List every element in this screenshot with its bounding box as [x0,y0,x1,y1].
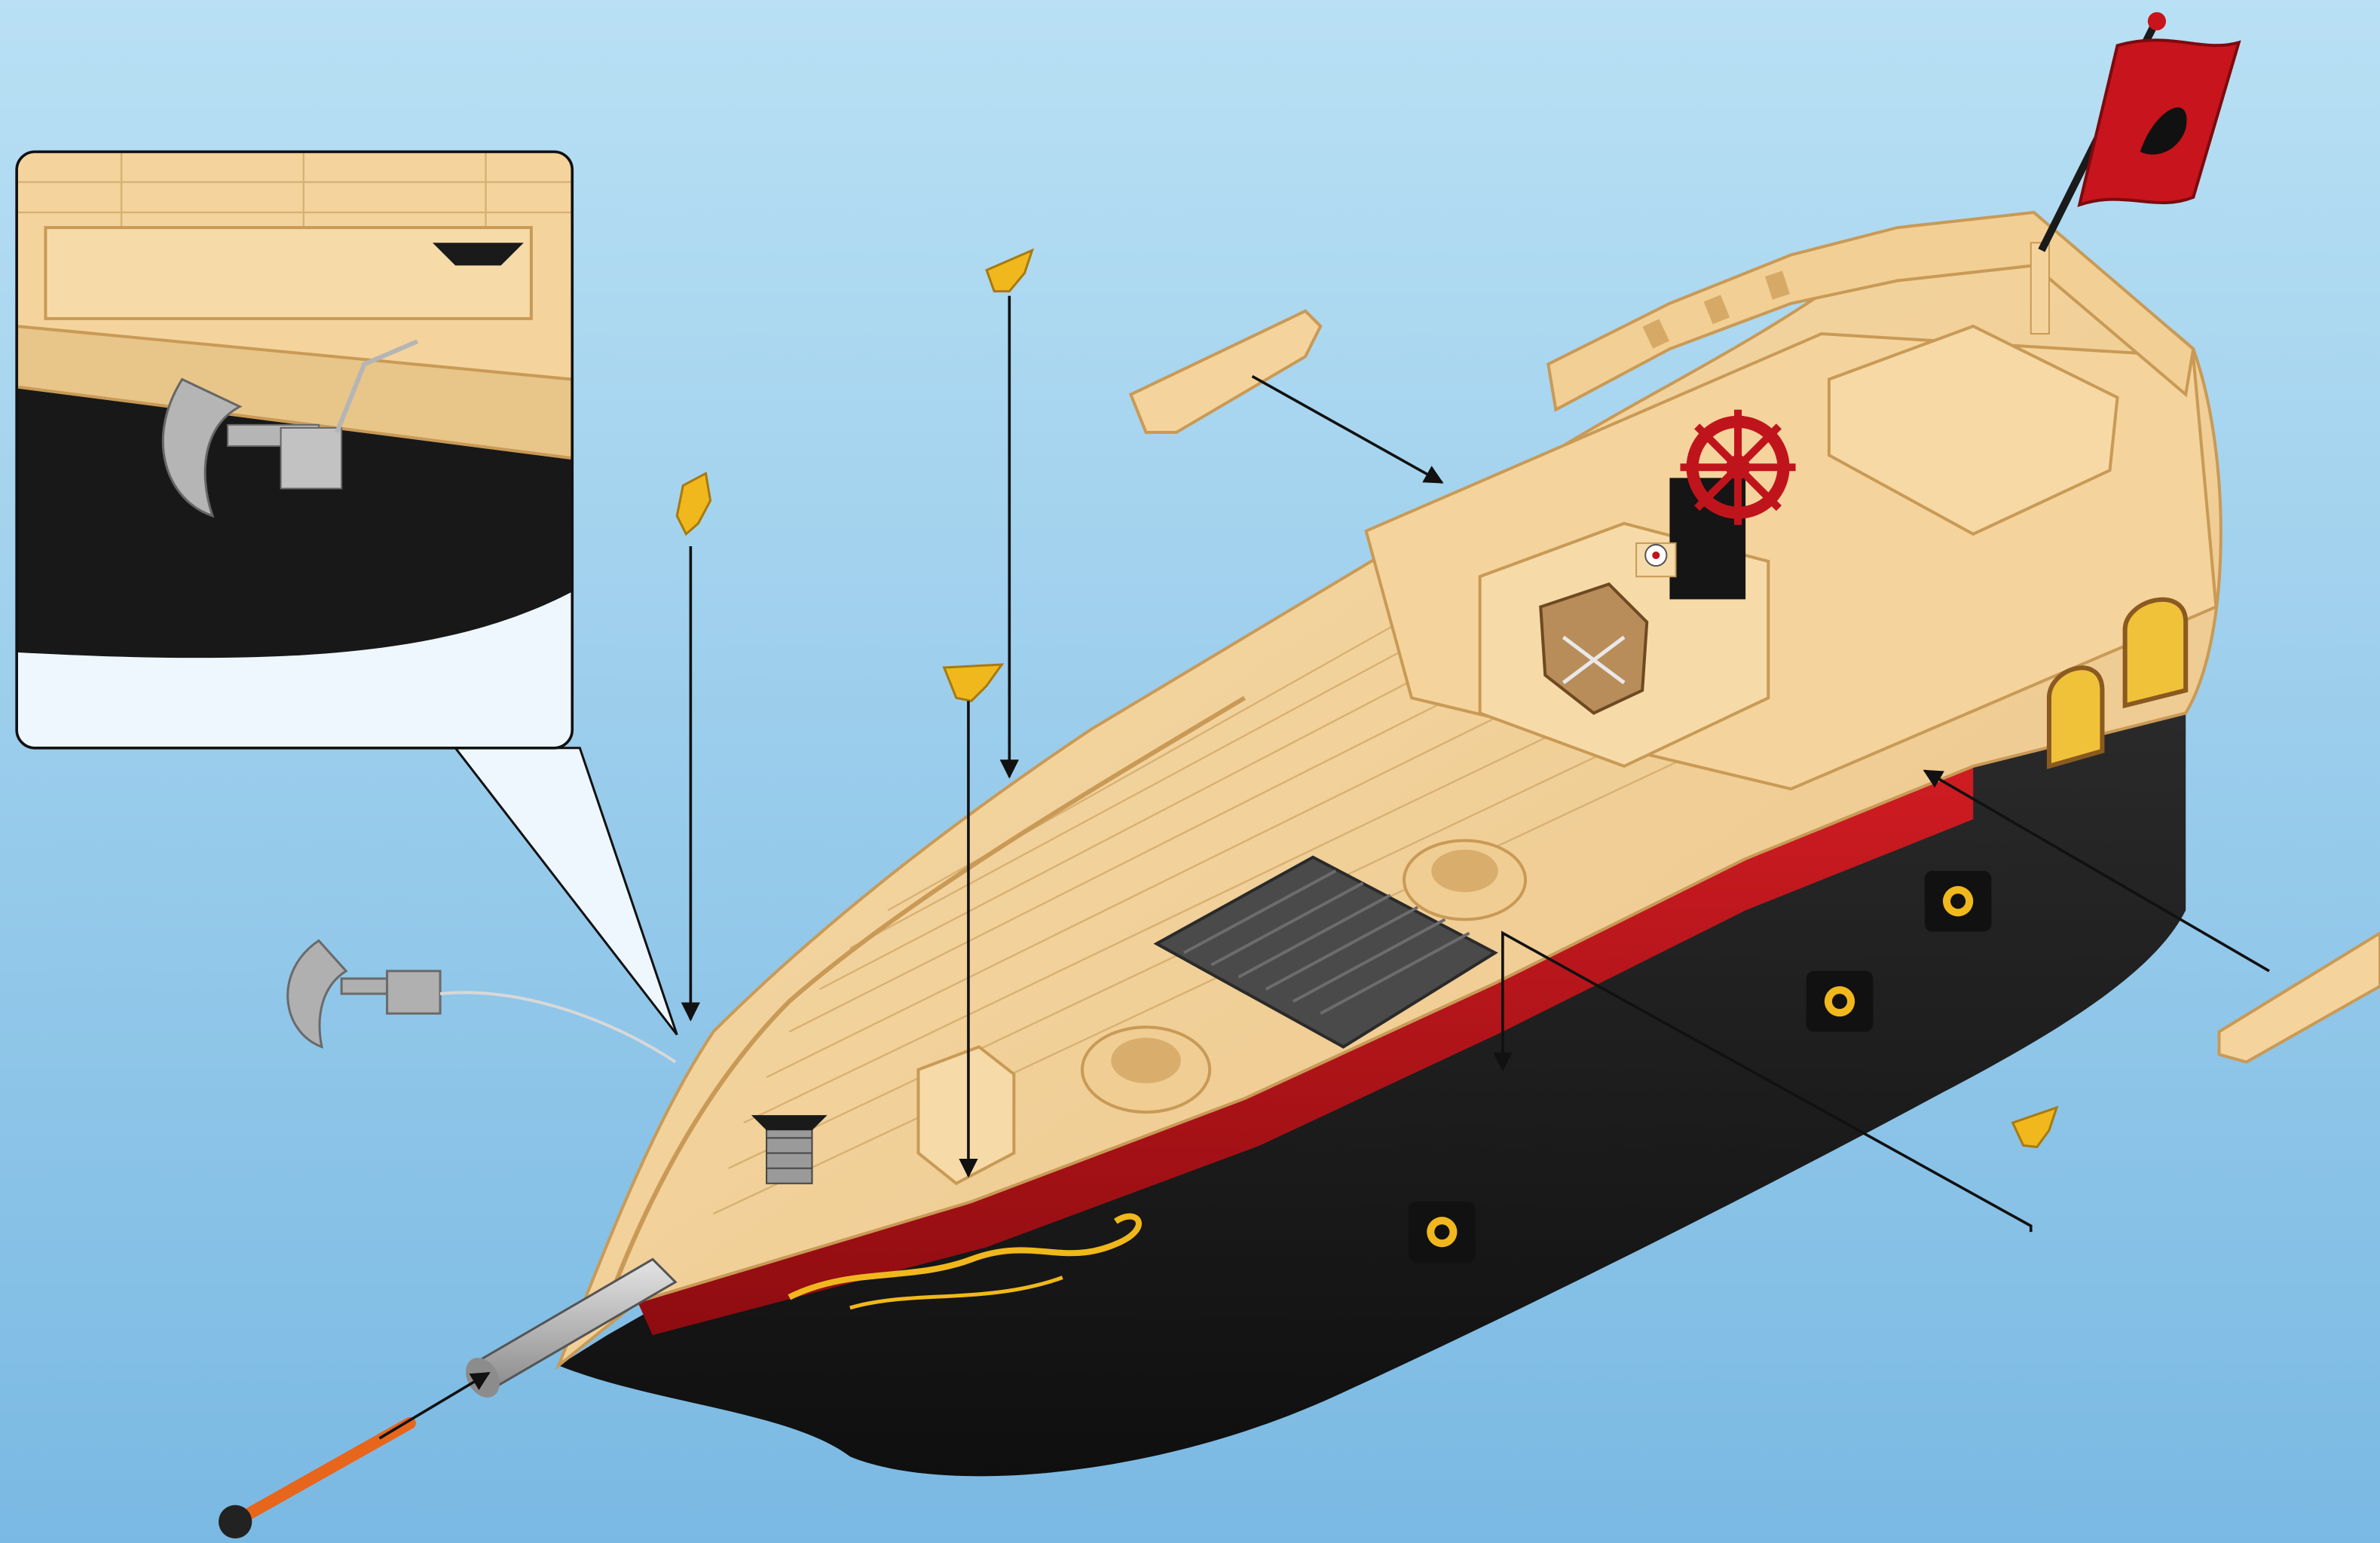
compass [1636,543,1675,576]
anchor-winch-detail [17,151,572,747]
